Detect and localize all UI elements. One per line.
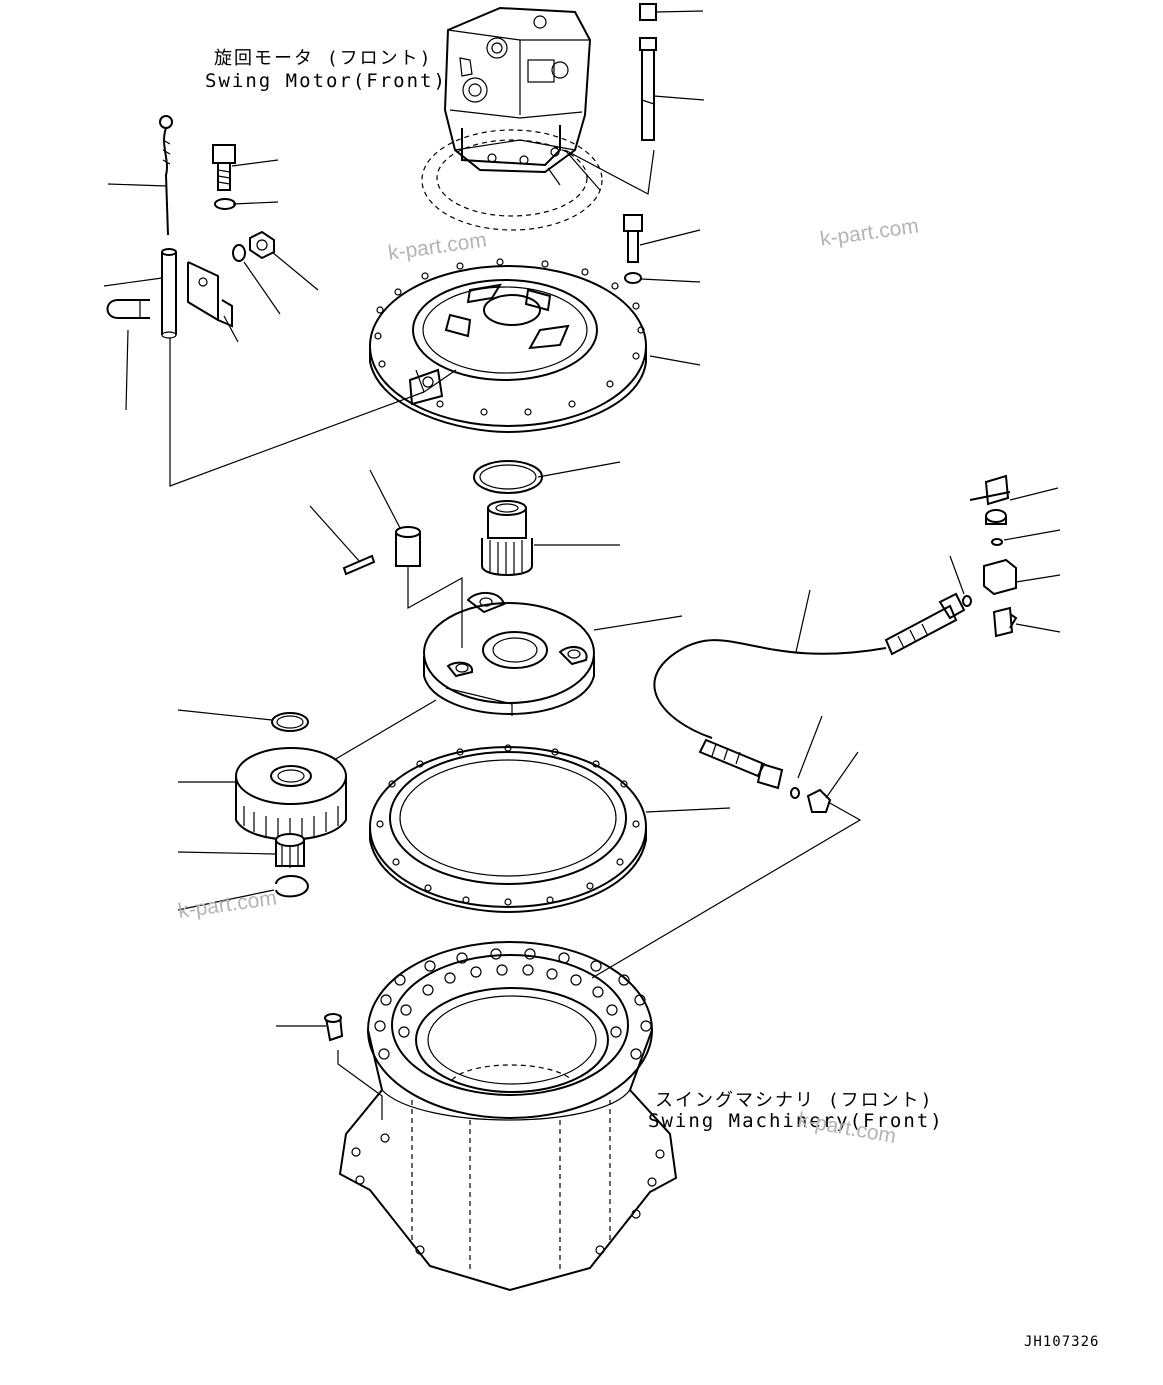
- swing-motor-label-en: Swing Motor(Front): [205, 70, 447, 92]
- swing-machinery-label-jp: スイングマシナリ (フロント): [655, 1090, 934, 1111]
- center-parts: [342, 460, 543, 576]
- swing-machinery-label-en: Swing Machinery(Front): [648, 1110, 944, 1132]
- long-bolt-assembly: [623, 3, 657, 284]
- drawing-number: JH107326: [1024, 1334, 1100, 1350]
- leader-lines: [103, 10, 1061, 1120]
- hose-and-sensor: [653, 474, 1018, 813]
- planet-gear-group: [235, 712, 347, 898]
- swing-motor: [421, 6, 603, 231]
- dipstick-and-bracket: [106, 115, 275, 339]
- swing-machinery-housing: [324, 941, 678, 1292]
- ring-gear: [369, 744, 647, 914]
- planet-carrier: [423, 592, 595, 716]
- upper-housing-ring: [369, 258, 647, 434]
- swing-motor-label-jp: 旋回モータ (フロント): [214, 48, 433, 69]
